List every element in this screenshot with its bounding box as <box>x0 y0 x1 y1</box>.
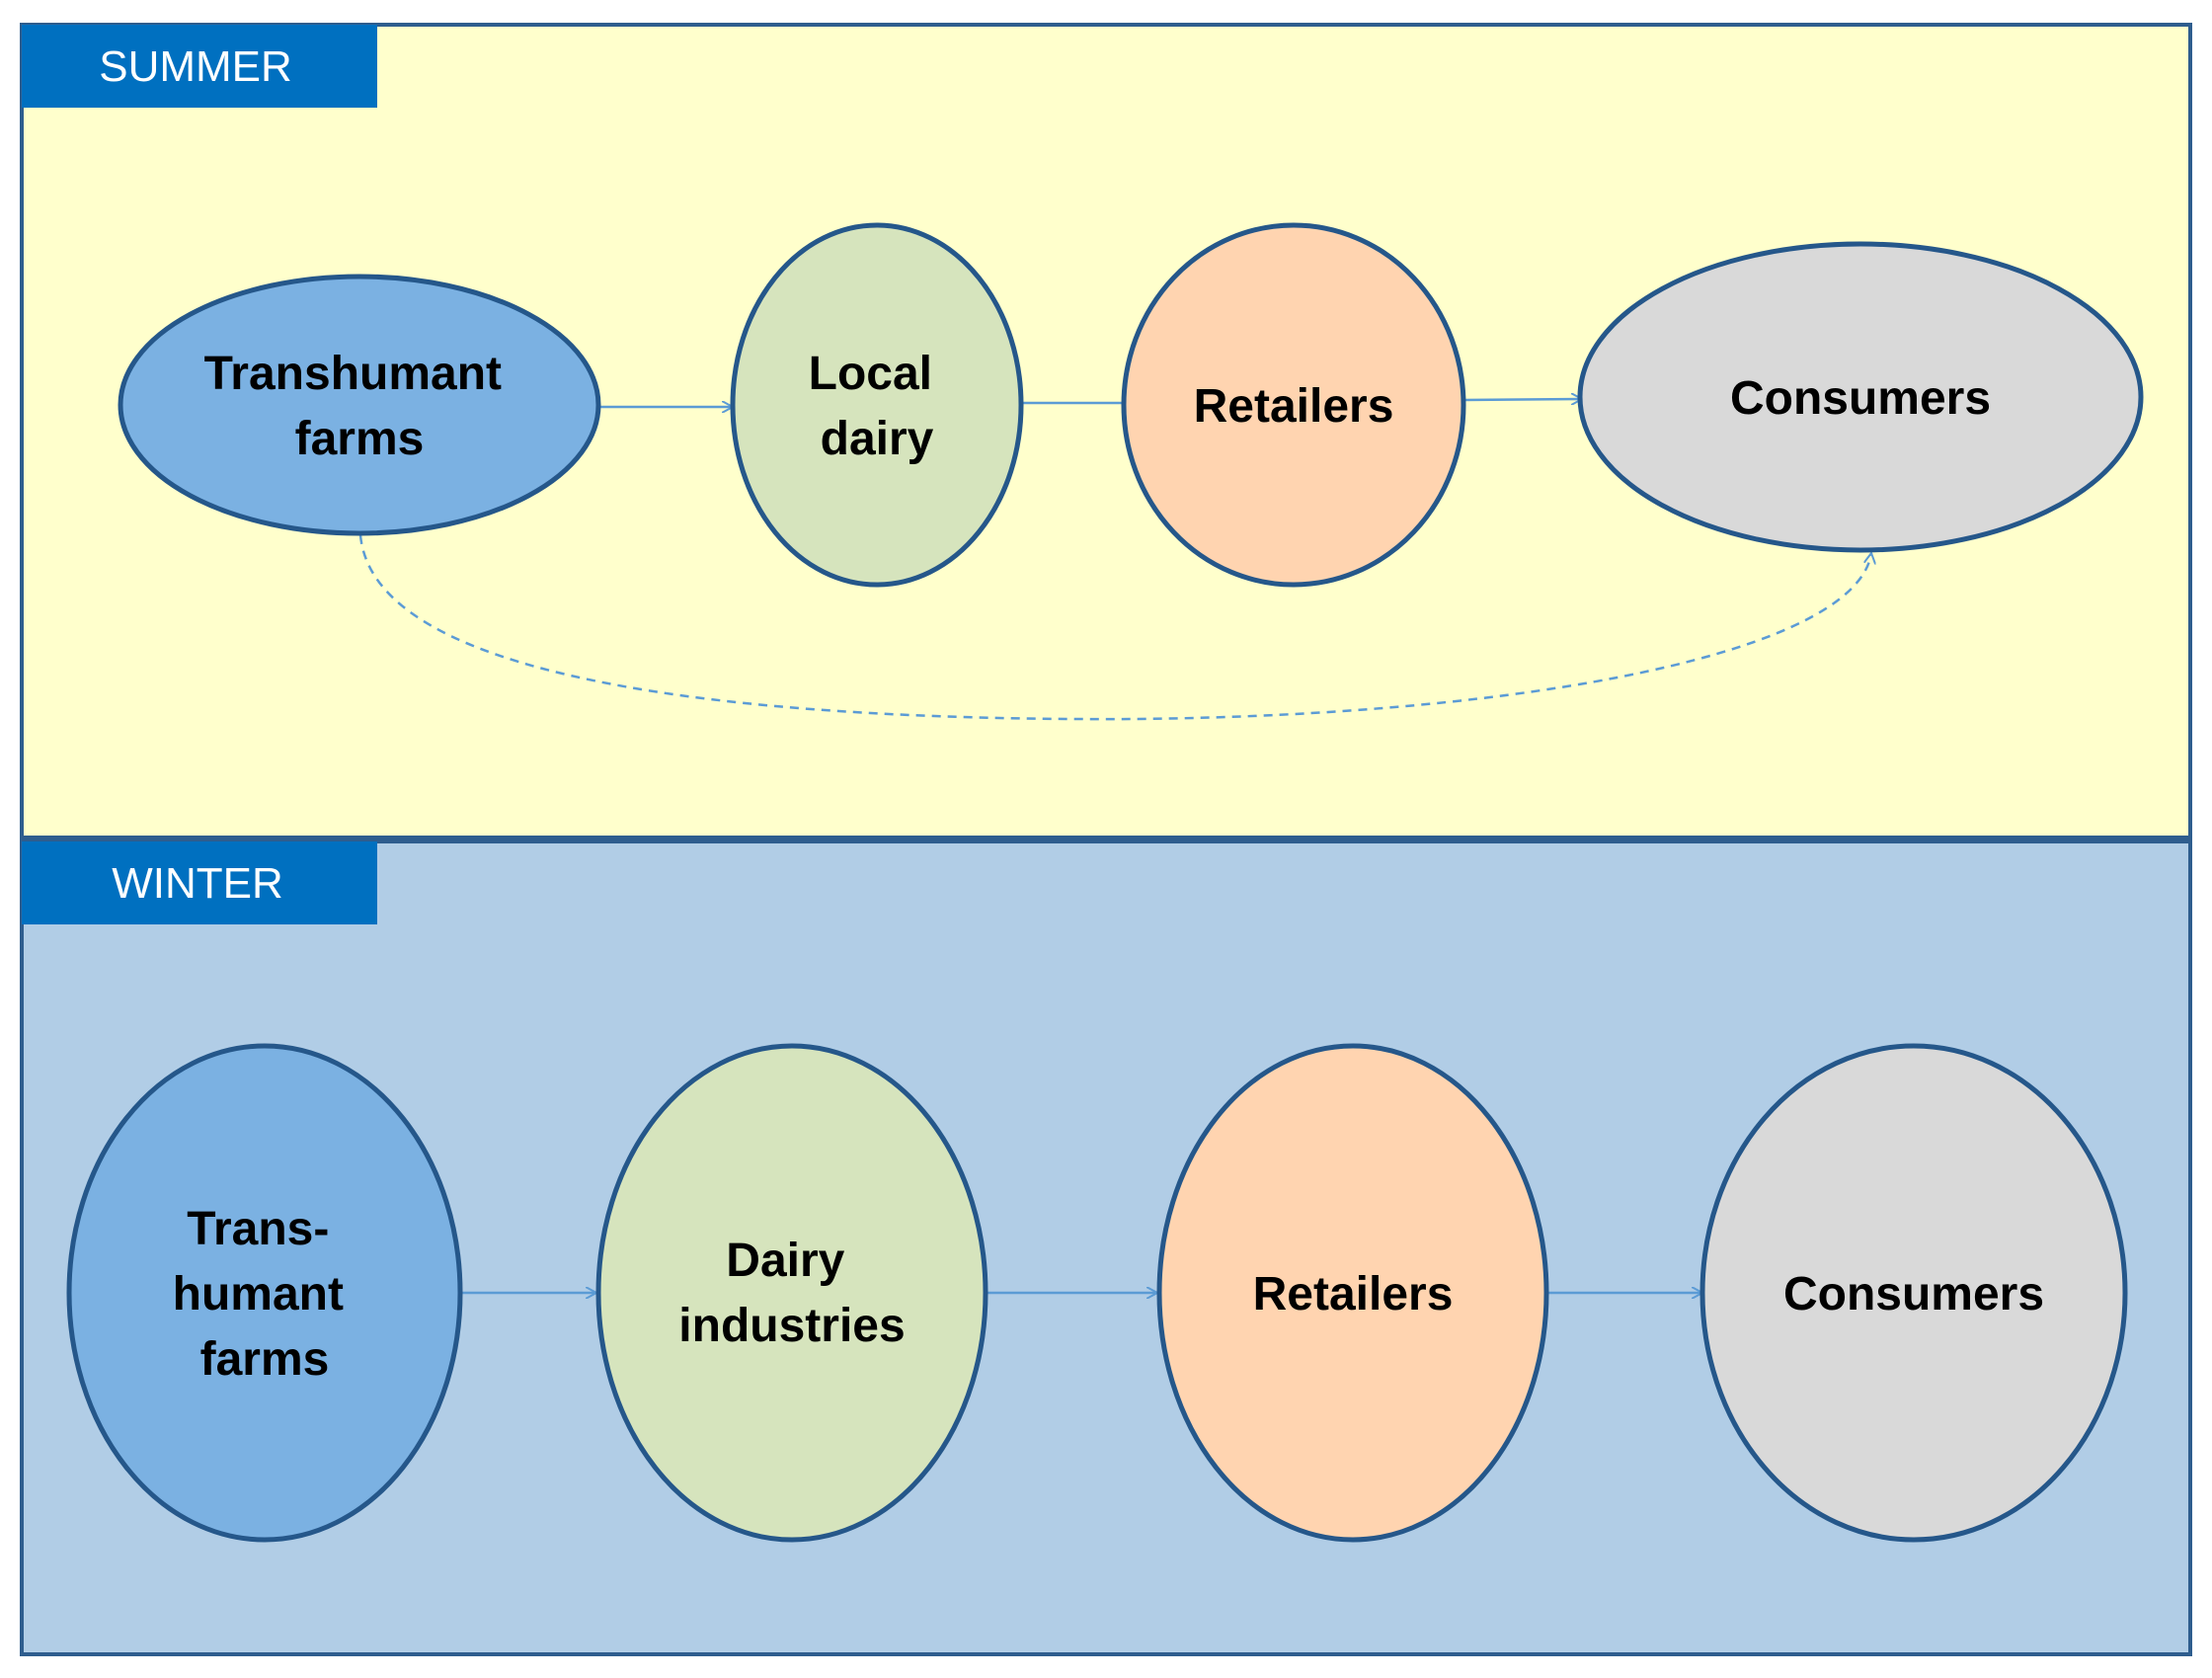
node-label-line: Dairy <box>726 1235 844 1287</box>
summer-node-local-dairy: Local dairy <box>730 222 1024 588</box>
summer-label-box <box>22 25 377 108</box>
svg-text:Consumers: Consumers <box>1730 372 1991 425</box>
node-label-line: Consumers <box>1730 372 1991 425</box>
winter-node-retailers: Retailers <box>1156 1043 1549 1543</box>
summer-arrow-retailers-to-consumers <box>1462 399 1582 400</box>
node-label-line: Retailers <box>1194 380 1394 433</box>
node-label-line: Consumers <box>1783 1268 2044 1320</box>
svg-text:Consumers: Consumers <box>1783 1268 2044 1320</box>
svg-text:Dairy industries: Dairy industries <box>678 1235 905 1352</box>
summer-label: SUMMER <box>99 42 292 91</box>
node-label-line: Retailers <box>1253 1268 1454 1320</box>
summer-node-transhumant-farms: Transhumant farms <box>118 274 601 536</box>
winter-panel: WINTER Trans- humant farms Dairy industr… <box>20 839 2192 1656</box>
winter-node-transhumant-farms: Trans- humant farms <box>66 1043 463 1543</box>
svg-text:Retailers: Retailers <box>1194 380 1394 433</box>
winter-label: WINTER <box>112 859 283 908</box>
summer-panel: SUMMER Transhumant farms Local dairy Ret… <box>20 23 2192 839</box>
svg-text:Transhumant farms: Transhumant farms <box>204 348 515 465</box>
node-label-line: Transhumant <box>204 348 502 400</box>
node-label-line: industries <box>678 1300 905 1352</box>
node-label-line: farms <box>295 413 425 465</box>
svg-text:Retailers: Retailers <box>1253 1268 1454 1320</box>
svg-text:Local dairy: Local dairy <box>809 348 946 465</box>
node-label-line: Local <box>809 348 932 400</box>
svg-text:Trans- humant: Trans- humant farms <box>173 1203 357 1386</box>
winter-label-box <box>22 841 377 924</box>
summer-node-retailers: Retailers <box>1121 222 1466 588</box>
winter-node-consumers: Consumers <box>1699 1043 2128 1543</box>
winter-node-dairy-industries: Dairy industries <box>595 1043 988 1543</box>
node-label-line: humant <box>173 1268 344 1320</box>
node-label-line: Trans- <box>187 1203 329 1255</box>
node-label-line: dairy <box>821 413 934 465</box>
node-label-line: farms <box>200 1333 330 1386</box>
summer-node-consumers: Consumers <box>1577 241 2144 553</box>
